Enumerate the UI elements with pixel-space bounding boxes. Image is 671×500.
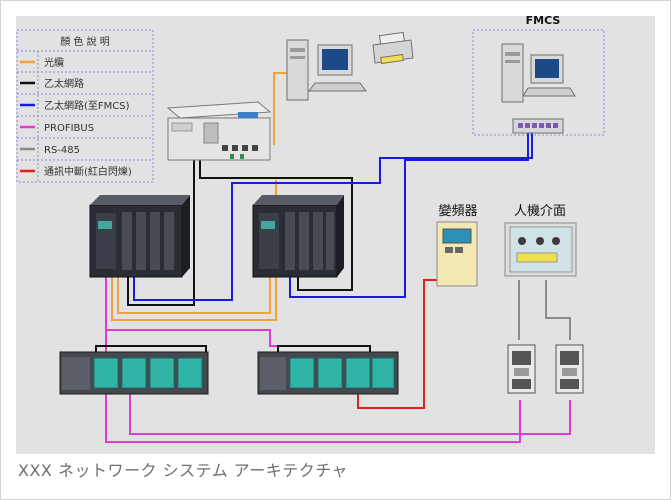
- legend-border: [16, 29, 154, 183]
- fmcs-group: FMCS: [472, 14, 605, 136]
- plc-left-icon: [89, 195, 190, 278]
- network-hub-icon: [512, 118, 564, 134]
- fmcs-border: [472, 29, 605, 136]
- fmcs-workstation: [501, 43, 576, 134]
- keyboard-icon: [522, 87, 576, 97]
- legend-label-ethernet-fmcs: 乙太網路(至FMCS): [44, 99, 130, 112]
- legend-label-fault: 通訊中斷(紅白閃爍): [44, 165, 132, 178]
- legend-title: 顏 色 說 明: [60, 35, 110, 48]
- ethernet-fmcs-cable: [133, 133, 533, 301]
- remote-io-right-icon: [555, 344, 584, 394]
- inverter-icon: 變頻器: [436, 203, 478, 287]
- inverter-label: 變頻器: [438, 203, 477, 219]
- legend-label-rs485: RS-485: [44, 145, 80, 156]
- ethernet-cable: [277, 345, 371, 352]
- workstation-top: [286, 31, 414, 101]
- rs485-cable: [545, 280, 571, 340]
- legend: 顏 色 說 明 光纜 乙太網路 乙太網路(至FMCS) PROFIBUS RS-…: [16, 29, 154, 183]
- fiber-cable: [117, 275, 271, 314]
- fmcs-label: FMCS: [526, 14, 561, 27]
- ethernet-switch-icon: [166, 101, 272, 161]
- remote-io-left-icon: [507, 344, 536, 394]
- plc-right-icon: [252, 195, 344, 278]
- keyboard-icon: [308, 82, 367, 92]
- hmi-label: 人機介面: [514, 204, 566, 219]
- legend-label-ethernet: 乙太網路: [44, 77, 84, 90]
- pc-tower: [501, 43, 524, 103]
- profibus-cable: [129, 393, 571, 435]
- ethernet-fmcs-cable: [289, 133, 529, 298]
- io-rack-left-icon: [59, 351, 209, 395]
- legend-label-fiber: 光纜: [44, 56, 64, 69]
- pc-tower: [286, 39, 309, 101]
- ethernet-cable: [95, 345, 207, 352]
- legend-label-profibus: PROFIBUS: [44, 123, 94, 134]
- io-rack-right-icon: [257, 351, 399, 395]
- ethernet-cable: [199, 160, 353, 291]
- printer-icon: [372, 31, 414, 65]
- ethernet-cable: [127, 160, 195, 306]
- fault-cable: [357, 279, 438, 409]
- hmi-icon: 人機介面: [504, 204, 577, 277]
- figure-caption: XXX ネットワーク システム アーキテクチャ: [18, 461, 349, 480]
